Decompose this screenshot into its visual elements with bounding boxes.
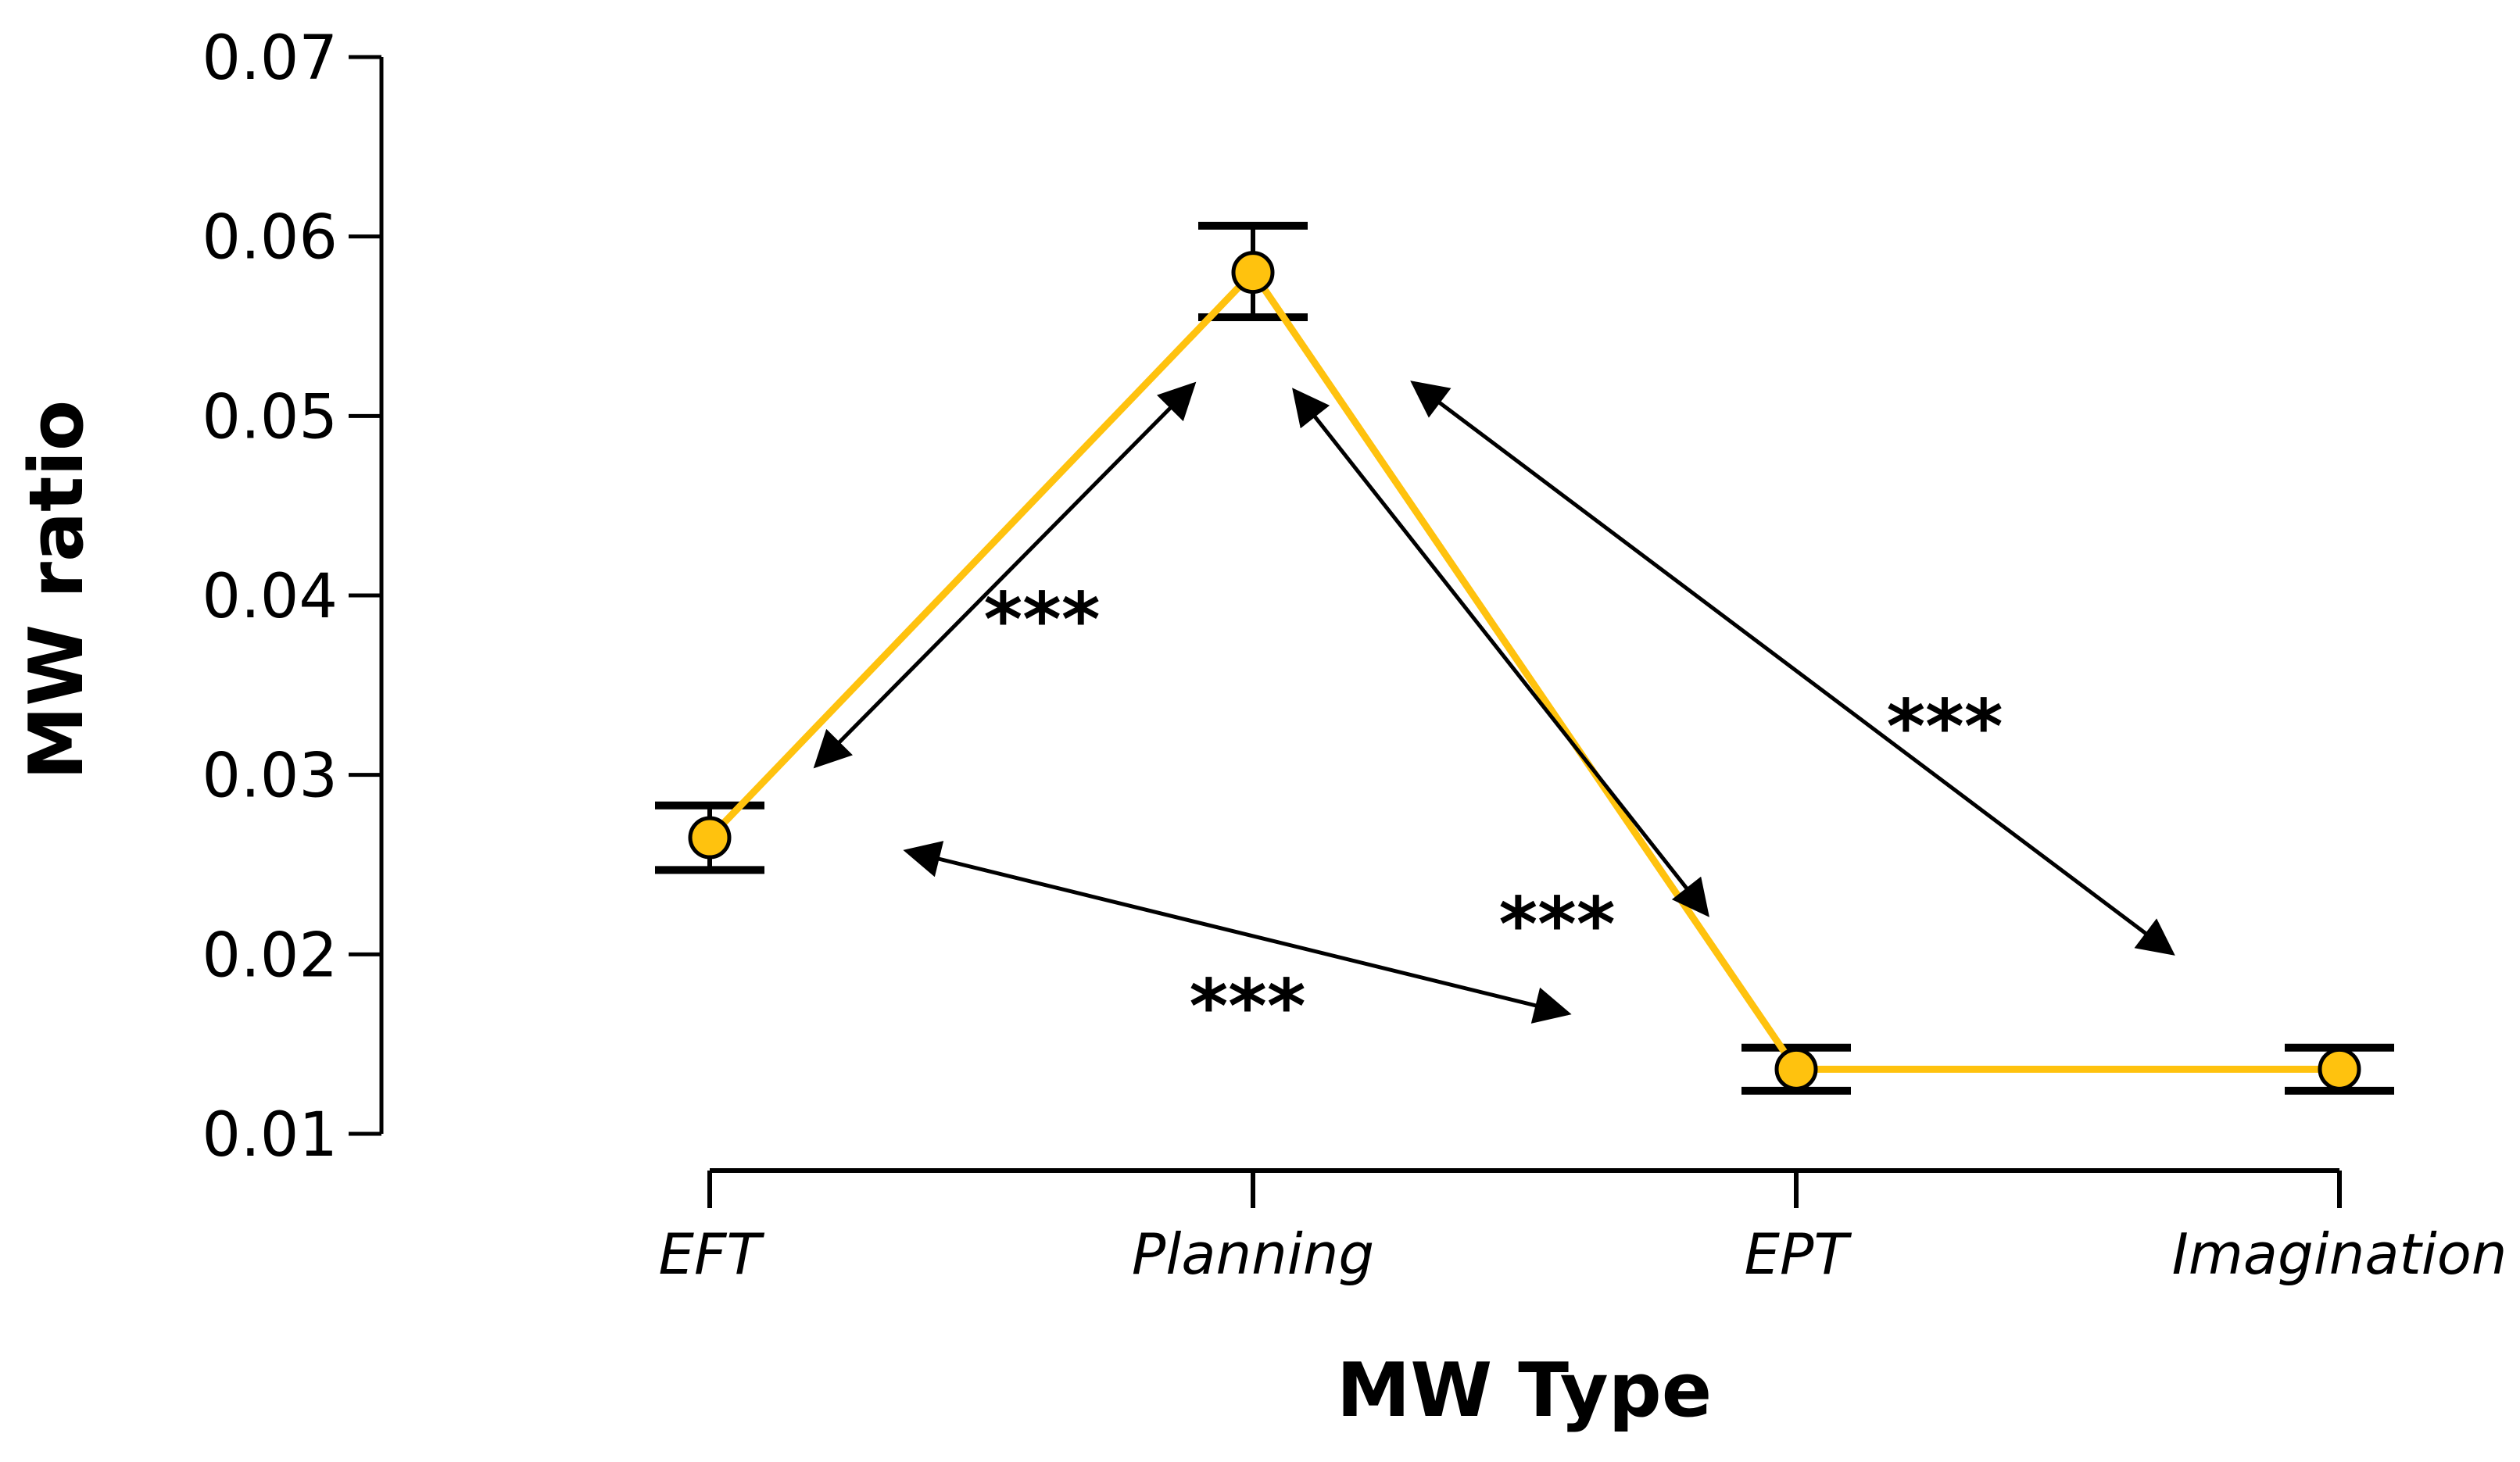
significance-stars-eft-ept: ***	[1189, 964, 1305, 1050]
comparison-planning-imagination: ***	[1410, 381, 2175, 956]
double-arrow-planning-imagination	[1410, 381, 2175, 956]
x-axis-title: MW Type	[1337, 1348, 1712, 1434]
y-tick-label: 0.01	[202, 1100, 338, 1171]
x-tick-label-planning: Planning	[1132, 1221, 1374, 1287]
comparison-eft-ept: ***	[903, 841, 1572, 1050]
y-axis	[349, 55, 384, 1136]
axes	[349, 55, 2342, 1208]
y-tick-label: 0.05	[202, 382, 338, 452]
y-tick-label: 0.04	[202, 562, 338, 632]
data-point-eft	[688, 816, 732, 860]
data-point-ept	[1774, 1047, 1818, 1091]
comparison-eft-planning: ***	[813, 381, 1197, 769]
y-tick-label: 0.06	[202, 203, 338, 273]
significance-stars-eft-planning: ***	[983, 577, 1100, 663]
double-arrow-eft-planning	[813, 381, 1197, 769]
x-tick-label-ept: EPT	[1745, 1221, 1852, 1287]
double-arrow-planning-ept	[1292, 388, 1709, 917]
y-tick-label: 0.02	[202, 920, 338, 991]
x-tick-label-eft: EFT	[659, 1221, 765, 1287]
x-axis	[707, 1168, 2342, 1208]
significance-stars-planning-imagination: ***	[1886, 685, 2003, 770]
significance-annotations: *** *** *** ***	[813, 381, 2175, 1050]
y-tick-label: 0.07	[202, 23, 338, 94]
data-point-planning	[1231, 251, 1275, 295]
y-axis-title: MW ratio	[14, 400, 100, 781]
x-tick-label-imagination: Imagination	[2172, 1221, 2507, 1287]
y-tick-label: 0.03	[202, 742, 338, 812]
double-arrow-eft-ept	[903, 841, 1572, 1024]
data-point-imagination	[2318, 1047, 2361, 1091]
comparison-planning-ept: ***	[1292, 388, 1709, 968]
significance-stars-planning-ept: ***	[1498, 882, 1615, 968]
